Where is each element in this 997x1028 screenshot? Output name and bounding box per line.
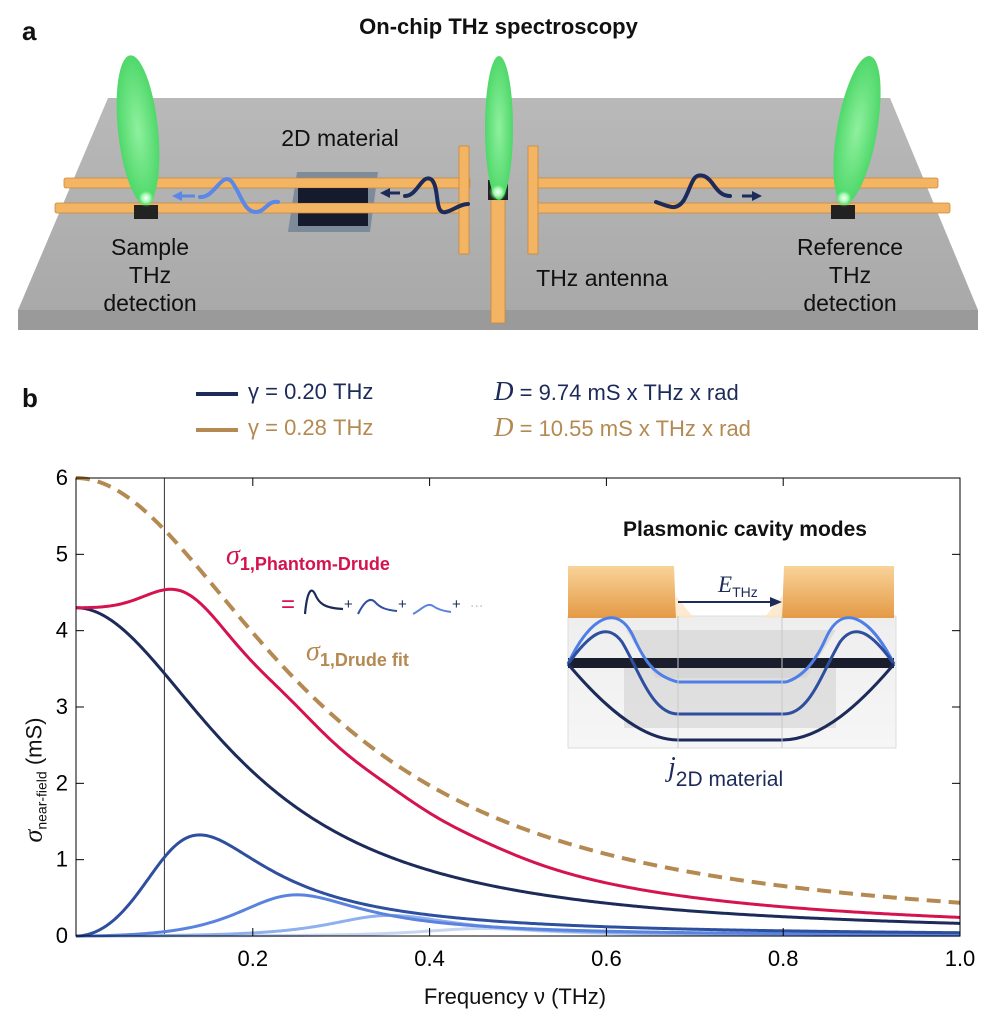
label-thz-antenna: THz antenna	[536, 265, 668, 291]
chip-diagram	[18, 55, 978, 330]
annotation-drude-fit: σ1,Drude fit	[306, 636, 409, 670]
mode-sum-glyphs	[303, 589, 452, 615]
x-tick-label: 0.6	[591, 946, 622, 971]
y-axis-label: σnear-field (mS)	[18, 717, 50, 843]
mode-curve-1	[75, 606, 961, 925]
right-electrode	[782, 566, 894, 618]
x-tick-label: 0.4	[414, 946, 445, 971]
mode-sum-plus-2: +	[398, 596, 407, 613]
mode-curve-3	[76, 893, 961, 938]
legend-D-2: D = 10.55 mS x THz x rad	[494, 412, 751, 442]
legend-gamma-2: γ = 0.28 THz	[248, 415, 374, 440]
y-tick-label: 4	[56, 618, 68, 643]
mini-mode-1	[303, 589, 344, 615]
y-tick-label: 2	[56, 770, 68, 795]
cavity-mode-2	[566, 630, 896, 716]
legend-D-1: D = 9.74 mS x THz x rad	[494, 376, 739, 406]
label-reference-detection: Reference THz detection	[796, 234, 904, 316]
mode-curve-2	[75, 833, 961, 938]
legend-gamma-1: γ = 0.20 THz	[248, 379, 374, 404]
panel-a-title: On-chip THz spectroscopy	[359, 14, 638, 39]
arrow-left-incident	[380, 188, 390, 198]
label-sample-detection: Sample THz detection	[103, 234, 197, 316]
e-field-arrow	[770, 597, 782, 607]
x-tick-label: 1.0	[945, 946, 976, 971]
mini-mode-2	[357, 598, 398, 615]
legend-swatch-1	[196, 392, 238, 396]
inset-j-label: j2D material	[668, 752, 784, 791]
y-tick-label: 6	[56, 465, 68, 490]
x-tick-label: 0.2	[238, 946, 269, 971]
label-2d-material: 2D material	[281, 125, 399, 151]
laser-spot-antenna	[489, 183, 507, 201]
laser-beam-reference	[833, 56, 881, 204]
drude-fit-curve	[75, 476, 961, 905]
sample-detector	[134, 205, 158, 219]
laser-beam-sample	[116, 55, 160, 205]
laser-spot-sample	[137, 189, 155, 207]
mini-mode-3	[412, 604, 452, 615]
plasmonic-cavity-inset	[566, 566, 897, 749]
thz-pulse-transmitted	[198, 177, 280, 215]
thz-pulse-incident	[403, 176, 470, 215]
x-tick-label: 0.8	[768, 946, 799, 971]
inset-e-label: ETHz	[718, 572, 758, 600]
x-axis-label: Frequency ν (THz)	[423, 984, 607, 1009]
laser-beam-antenna	[485, 56, 513, 200]
conductivity-chart: 0 1 2 3 4 5 6 0.2 0.4 0.6 0.8 1.0	[56, 465, 976, 971]
phantom-drude-curve	[76, 587, 961, 919]
y-tick-label: 3	[56, 694, 68, 719]
2d-layer	[568, 658, 894, 668]
left-electrode	[568, 566, 676, 618]
mode-sum-equals: =	[281, 591, 296, 618]
annotation-phantom-drude: σ1,Phantom-Drude	[226, 540, 390, 574]
y-tick-label: 5	[56, 541, 68, 566]
reference-detector	[831, 205, 855, 219]
mode-sum-plus-3: +	[452, 596, 461, 613]
y-tick-label: 1	[56, 847, 68, 872]
arrow-right-reference	[752, 191, 762, 201]
mode-sum-dots: ...	[470, 594, 484, 611]
thz-pulse-reference	[654, 173, 732, 209]
panel-letter-b: b	[22, 383, 38, 413]
chart-ticks: 0 1 2 3 4 5 6 0.2 0.4 0.6 0.8 1.0	[56, 465, 976, 971]
panel-letter-a: a	[22, 16, 37, 46]
y-tick-label: 0	[56, 923, 68, 948]
inset-title: Plasmonic cavity modes	[623, 518, 867, 541]
legend-swatch-2	[196, 428, 238, 432]
mode-sum-plus-1: +	[344, 596, 353, 613]
laser-spot-reference	[835, 189, 853, 207]
